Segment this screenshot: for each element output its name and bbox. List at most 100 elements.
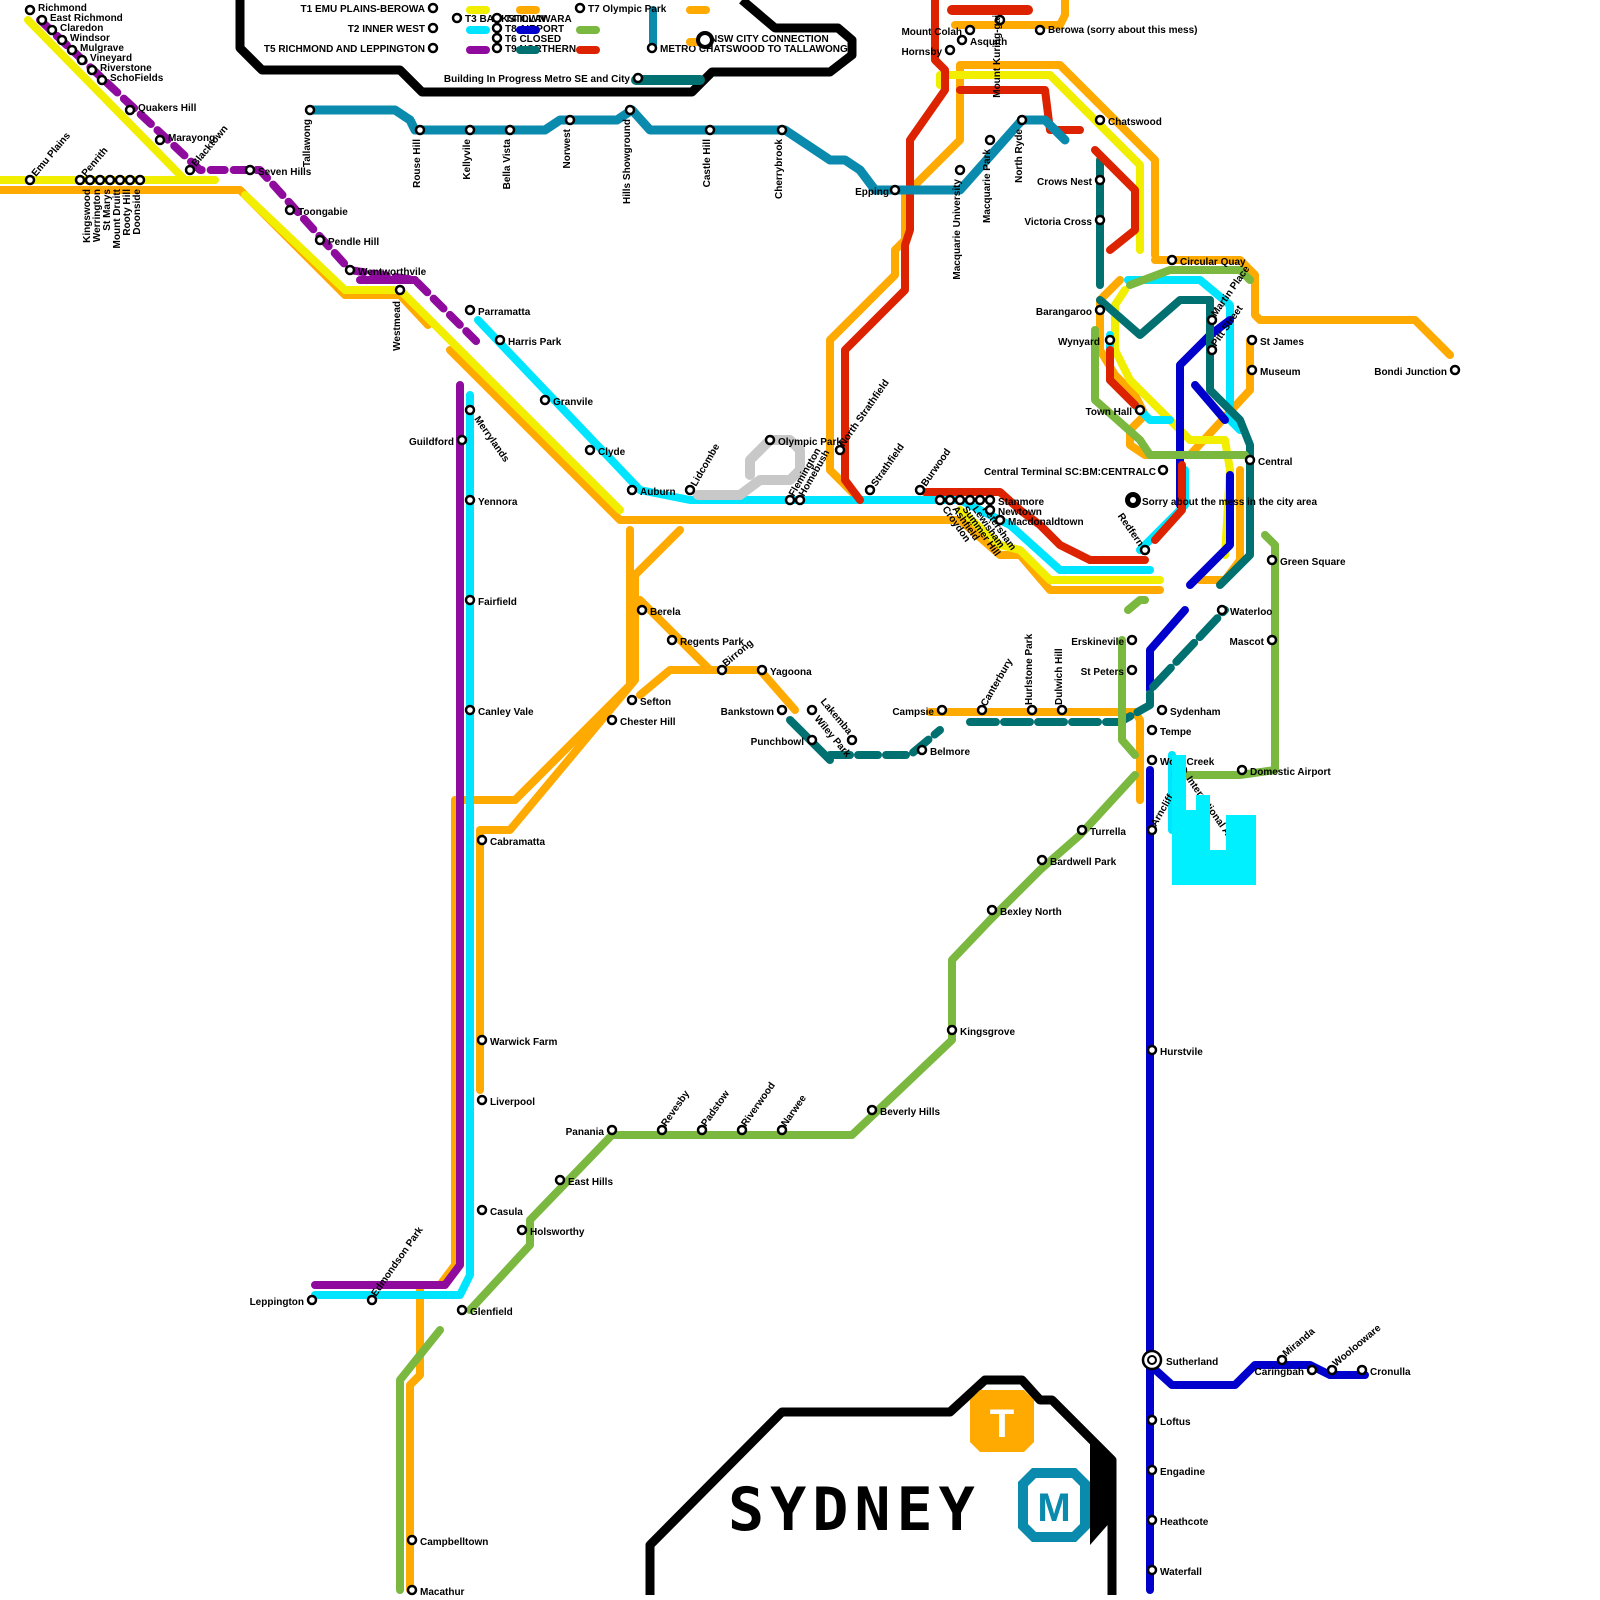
station-marker	[1308, 1366, 1316, 1374]
station-hurlstone-park[interactable]: Hurlstone Park	[1024, 633, 1036, 714]
station-hills-showground[interactable]: Hills Showground	[622, 106, 634, 204]
station-marker	[868, 1106, 876, 1114]
station-label: Westmead	[392, 301, 403, 351]
station-label: Bankstown	[721, 707, 774, 718]
station-label: Beverly Hills	[880, 1107, 940, 1118]
station-bondi-junction[interactable]: Bondi Junction	[1374, 366, 1459, 378]
station-label: Caringbah	[1255, 1367, 1304, 1378]
station-label: Regents Park	[680, 637, 744, 648]
station-marker	[86, 176, 94, 184]
station-marker	[1096, 116, 1104, 124]
station-marker	[466, 306, 474, 314]
station-mount-kuring-gai[interactable]: Mount Kuring-gai	[992, 15, 1004, 98]
legend-label-t5: T5 RICHMOND AND LEPPINGTON	[264, 44, 425, 55]
station-label: Leppington	[250, 1297, 304, 1308]
station-marker	[496, 336, 504, 344]
station-marker	[58, 36, 66, 44]
station-marker	[946, 46, 954, 54]
station-marker	[1038, 856, 1046, 864]
station-marker	[566, 116, 574, 124]
station-circular-quay[interactable]: Circular Quay	[1168, 256, 1246, 268]
station-campbelltown[interactable]: Campbelltown	[408, 1536, 488, 1548]
nsw-connection-marker	[698, 33, 712, 47]
station-marker	[466, 596, 474, 604]
legend-label-metro: METRO CHATSWOOD TO TALLAWONG	[660, 44, 848, 55]
central-terminal-label: Central Terminal SC:BM:CENTRALC	[984, 467, 1156, 478]
station-marker	[778, 126, 786, 134]
station-green-square[interactable]: Green Square	[1268, 556, 1346, 568]
legend-metro: METRO CHATSWOOD TO TALLAWONG	[648, 44, 848, 55]
station-marker	[1078, 826, 1086, 834]
station-label: Sydenham	[1170, 707, 1221, 718]
station-label: Canley Vale	[478, 707, 534, 718]
station-marker	[718, 666, 726, 674]
metro-logo-letter: M	[1037, 1486, 1070, 1530]
station-marker	[458, 1306, 466, 1314]
legend-marker	[493, 14, 501, 22]
station-marker	[948, 1026, 956, 1034]
station-label: Sefton	[640, 697, 671, 708]
station-label: Warwick Farm	[490, 1037, 558, 1048]
station-label: Norwest	[562, 128, 573, 168]
station-label: Macquarie University	[952, 179, 963, 280]
station-label: Mount Kuring-gai	[992, 15, 1003, 98]
station-marker	[766, 436, 774, 444]
legend-t2: T2 INNER WEST	[348, 24, 437, 35]
station-marker	[1148, 1566, 1156, 1574]
station-marker	[186, 166, 194, 174]
legend-t1: T1 EMU PLAINS-BEROWA	[301, 4, 437, 15]
station-marker	[1268, 636, 1276, 644]
station-marker	[466, 406, 474, 414]
station-bardwell-park[interactable]: Bardwell Park	[1038, 856, 1117, 868]
station-dulwich-hill[interactable]: Dulwich Hill	[1054, 648, 1066, 714]
station-marker	[706, 126, 714, 134]
station-label: Erskinevile	[1071, 637, 1124, 648]
station-marker	[1136, 406, 1144, 414]
station-label: Circular Quay	[1180, 257, 1246, 268]
station-label: Bardwell Park	[1050, 857, 1117, 868]
station-macquarie-park[interactable]: Macquarie Park	[982, 136, 994, 223]
station-marker	[306, 106, 314, 114]
station-label: St Peters	[1081, 667, 1125, 678]
station-marker	[466, 706, 474, 714]
station-marker	[938, 706, 946, 714]
station-label: Kingsgrove	[960, 1027, 1015, 1038]
station-marker	[286, 206, 294, 214]
station-marker	[918, 746, 926, 754]
station-marker	[1148, 1466, 1156, 1474]
station-marker	[408, 1536, 416, 1544]
station-label: Hills Showground	[622, 119, 633, 204]
station-marker	[1096, 176, 1104, 184]
station-marker	[466, 496, 474, 504]
station-label: Guildford	[409, 437, 454, 448]
station-marker	[866, 486, 874, 494]
station-marker	[1238, 766, 1246, 774]
station-bexley-north[interactable]: Bexley North	[988, 906, 1062, 918]
station-label: Bondi Junction	[1374, 367, 1447, 378]
station-marker	[68, 46, 76, 54]
station-marker	[308, 1296, 316, 1304]
station-label: Chester Hill	[620, 717, 676, 728]
station-label: Macathur	[420, 1587, 465, 1598]
berowa-note: Berowa (sorry about this mess)	[1048, 25, 1197, 36]
station-marker	[478, 1036, 486, 1044]
station-marker	[556, 1176, 564, 1184]
station-marker	[628, 696, 636, 704]
station-domestic-airport[interactable]: Domestic Airport	[1238, 766, 1331, 778]
station-wentworthvile[interactable]: Wentworthvile	[346, 266, 427, 278]
map-title: SYDNEY	[728, 1475, 981, 1545]
station-label: Clyde	[598, 447, 626, 458]
station-warwick-farm[interactable]: Warwick Farm	[478, 1036, 558, 1048]
station-label: Macquarie Park	[982, 149, 993, 223]
station-olympic-park[interactable]: Olympic Park	[766, 436, 842, 448]
station-marker	[586, 446, 594, 454]
station-marker	[986, 136, 994, 144]
station-marker	[608, 1126, 616, 1134]
station-regents-park[interactable]: Regents Park	[668, 636, 744, 648]
station-macquarie-university[interactable]: Macquarie University	[952, 166, 964, 280]
station-marker	[1328, 1366, 1336, 1374]
station-macdonaldtown[interactable]: Macdonaldtown	[996, 516, 1084, 528]
station-marker	[1246, 456, 1254, 464]
